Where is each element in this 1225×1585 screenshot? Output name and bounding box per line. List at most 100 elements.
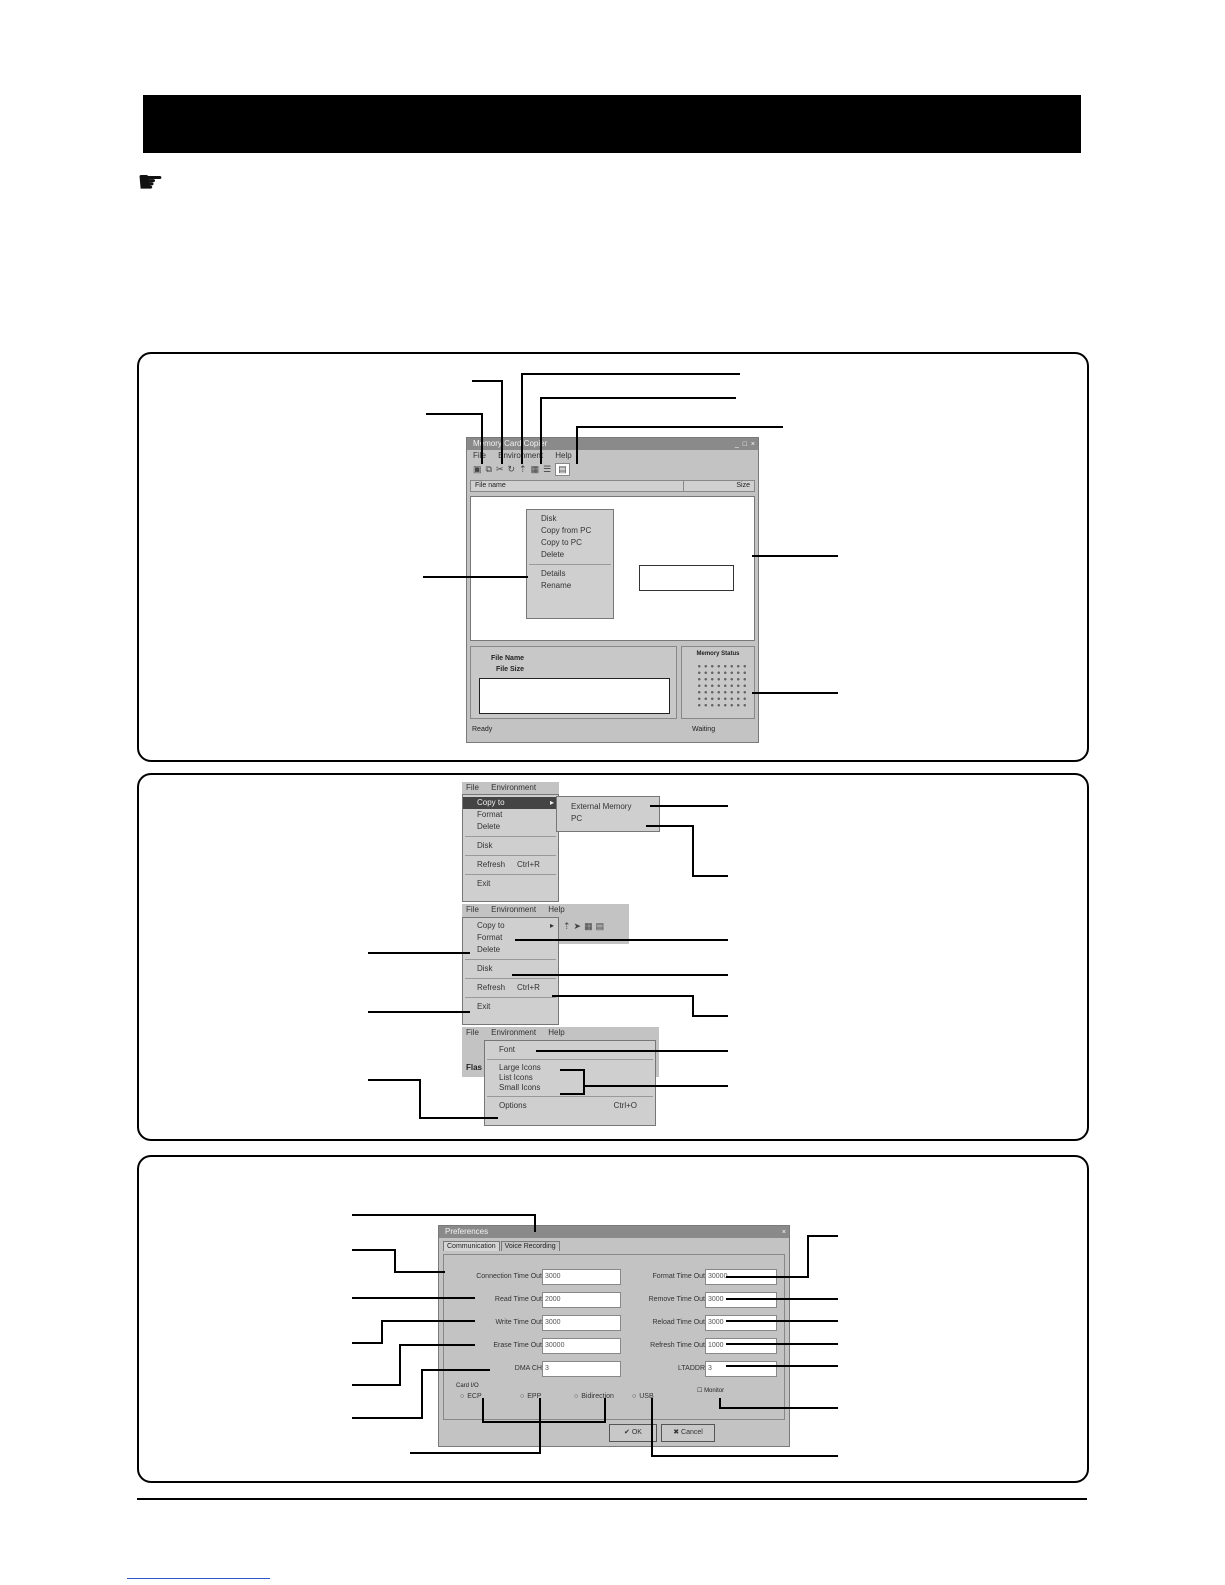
menu2-exit[interactable]: Exit xyxy=(477,1002,491,1011)
env-large-icons[interactable]: Large Icons xyxy=(499,1063,541,1072)
radio-epp[interactable]: EPP xyxy=(520,1393,541,1400)
delete-icon[interactable]: ✂ xyxy=(495,463,504,474)
menubar-2-help[interactable]: Help xyxy=(548,905,565,914)
erase-timeout-label: Erase Time Out xyxy=(493,1342,542,1349)
format-timeout-input[interactable]: 30000 xyxy=(705,1269,777,1285)
list-header: File name Size xyxy=(470,480,755,492)
main-window-titlebar: Memory Card Copier _ □ × xyxy=(467,438,758,450)
menu2-copy-to[interactable]: Copy to▸ xyxy=(477,921,554,930)
menu1-format[interactable]: Format xyxy=(477,810,503,819)
cursor-icon[interactable]: ➤ xyxy=(573,920,582,931)
dma-ch-input[interactable]: 3 xyxy=(542,1361,621,1377)
menu2-disk[interactable]: Disk xyxy=(477,964,493,973)
context-copy-to-pc[interactable]: Copy to PC xyxy=(541,538,582,547)
ok-button[interactable]: ✔ OK xyxy=(609,1424,657,1442)
tab-voice-recording[interactable]: Voice Recording xyxy=(500,1241,560,1251)
context-disk[interactable]: Disk xyxy=(541,514,557,523)
list-icon[interactable]: ☰ xyxy=(543,463,552,474)
env-list-icons[interactable]: List Icons xyxy=(499,1073,533,1082)
menubar-3-environment[interactable]: Environment xyxy=(491,1028,537,1037)
footer-rule xyxy=(137,1498,1087,1500)
refresh-icon[interactable]: ↻ xyxy=(507,463,516,474)
connection-timeout-input[interactable]: 3000 xyxy=(542,1269,621,1285)
menubar-1: File Environment Help xyxy=(462,782,559,803)
card-io-group-label: Card I/O xyxy=(456,1383,479,1389)
reload-timeout-input[interactable]: 3000 xyxy=(705,1315,777,1331)
checkbox-icon: ☐ xyxy=(697,1388,703,1394)
memory-block-grid xyxy=(696,663,748,707)
context-copy-from-pc[interactable]: Copy from PC xyxy=(541,526,592,535)
tab-communication[interactable]: Communication xyxy=(443,1241,500,1251)
menu1-copy-to[interactable]: Copy to▸ xyxy=(463,797,558,809)
menu-file[interactable]: File xyxy=(473,451,486,460)
menubar-1-environment[interactable]: Environment xyxy=(491,783,537,792)
read-timeout-input[interactable]: 2000 xyxy=(542,1292,621,1308)
remove-timeout-input[interactable]: 3000 xyxy=(705,1292,777,1308)
menu1-delete[interactable]: Delete xyxy=(477,822,501,831)
context-delete[interactable]: Delete xyxy=(541,550,565,559)
status-right: Waiting xyxy=(692,726,716,733)
erase-timeout-input[interactable]: 30000 xyxy=(542,1338,621,1354)
write-timeout-input[interactable]: 3000 xyxy=(542,1315,621,1331)
small-icons-icon[interactable]: ▤ xyxy=(595,920,605,931)
menubar-3-help[interactable]: Help xyxy=(548,1028,565,1037)
large-icons-icon[interactable]: ▦ xyxy=(584,920,593,931)
file-list-area[interactable]: Disk Copy from PC Copy to PC Delete Deta… xyxy=(470,496,755,641)
header-bar xyxy=(143,95,1081,153)
column-size[interactable]: Size xyxy=(736,482,750,489)
pointing-hand-icon: ☛ xyxy=(137,165,164,200)
small-icons-icon[interactable]: ▤ xyxy=(555,462,570,476)
radio-usb[interactable]: USB xyxy=(632,1393,653,1400)
format-timeout-label: Format Time Out xyxy=(652,1273,705,1280)
cancel-button[interactable]: ✖ Cancel xyxy=(661,1424,715,1442)
memory-status-box: Memory Status xyxy=(681,646,755,719)
menubar-3-file[interactable]: File xyxy=(466,1028,479,1037)
column-file-name[interactable]: File name xyxy=(475,482,506,489)
large-icons-icon[interactable]: ▦ xyxy=(530,463,540,474)
file-icon-placeholder[interactable] xyxy=(639,565,734,591)
window-controls[interactable]: _ □ × xyxy=(734,441,756,448)
context-rename[interactable]: Rename xyxy=(541,581,572,590)
radio-ecp[interactable]: ECP xyxy=(460,1393,481,1400)
env-small-icons[interactable]: Small Icons xyxy=(499,1083,541,1092)
menu2-format[interactable]: Format xyxy=(477,933,503,942)
submenu-pc[interactable]: PC xyxy=(571,814,583,823)
read-timeout-label: Read Time Out xyxy=(494,1296,542,1303)
menubar-3: File Environment Help xyxy=(462,1027,659,1038)
monitor-checkbox[interactable]: ☐ Monitor xyxy=(697,1388,725,1394)
format-icon[interactable]: ▣ xyxy=(473,463,482,474)
close-icon[interactable]: × xyxy=(781,1229,787,1236)
radio-bidirection[interactable]: Bidirection xyxy=(574,1393,614,1400)
menubar-2-file[interactable]: File xyxy=(466,905,479,914)
upload-icon[interactable]: ⇡ xyxy=(519,463,527,474)
menubar-2-environment[interactable]: Environment xyxy=(491,905,537,914)
communication-tab-page: Connection Time Out 3000 Read Time Out 2… xyxy=(443,1254,785,1420)
ltaddr-input[interactable]: 3 xyxy=(705,1361,777,1377)
status-left: Ready xyxy=(472,726,493,733)
preferences-titlebar: Preferences × xyxy=(439,1226,789,1238)
menu1-disk[interactable]: Disk xyxy=(477,841,493,850)
context-details[interactable]: Details xyxy=(541,569,566,578)
menubar-1-file[interactable]: File xyxy=(466,783,479,792)
memory-status-label: Memory Status xyxy=(696,651,740,657)
context-menu: Disk Copy from PC Copy to PC Delete Deta… xyxy=(526,509,614,619)
check-icon: ✔ xyxy=(624,1429,630,1436)
remove-timeout-label: Remove Time Out xyxy=(648,1296,705,1303)
file-name-label: File Name xyxy=(491,655,525,662)
menu1-exit[interactable]: Exit xyxy=(477,879,491,888)
submenu-external-memory[interactable]: External Memory xyxy=(571,802,632,811)
file-info-box: File Name File Size xyxy=(470,646,677,719)
upload-icon[interactable]: ⇡ xyxy=(563,920,571,931)
menu-environment[interactable]: Environment xyxy=(498,451,544,460)
env-font[interactable]: Font xyxy=(499,1045,516,1054)
reload-timeout-label: Reload Time Out xyxy=(652,1319,705,1326)
refresh-timeout-input[interactable]: 1000 xyxy=(705,1338,777,1354)
copy-icon[interactable]: ⧉ xyxy=(485,463,492,474)
footer-link-underline xyxy=(127,1578,270,1579)
menu2-delete[interactable]: Delete xyxy=(477,945,501,954)
menu-help[interactable]: Help xyxy=(555,451,572,460)
